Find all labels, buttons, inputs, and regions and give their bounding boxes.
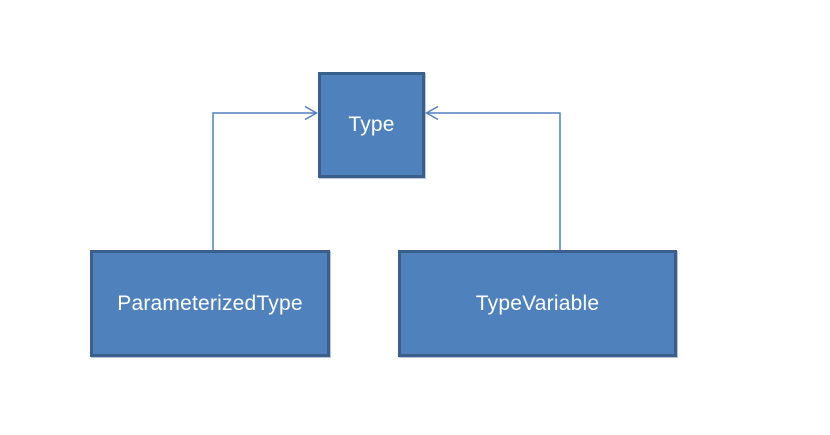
inheritance-arrow-right [424, 105, 561, 250]
arrowhead-icon [424, 105, 439, 121]
node-parameterized-type-label: ParameterizedType [117, 291, 303, 315]
node-parameterized-type: ParameterizedType [90, 250, 330, 357]
node-type-variable-label: TypeVariable [475, 291, 600, 315]
node-type-label: Type [348, 113, 395, 136]
inheritance-arrow-left [212, 105, 319, 250]
node-type-variable: TypeVariable [398, 250, 677, 357]
arrowhead-icon [304, 105, 319, 121]
node-type: Type [318, 72, 425, 178]
